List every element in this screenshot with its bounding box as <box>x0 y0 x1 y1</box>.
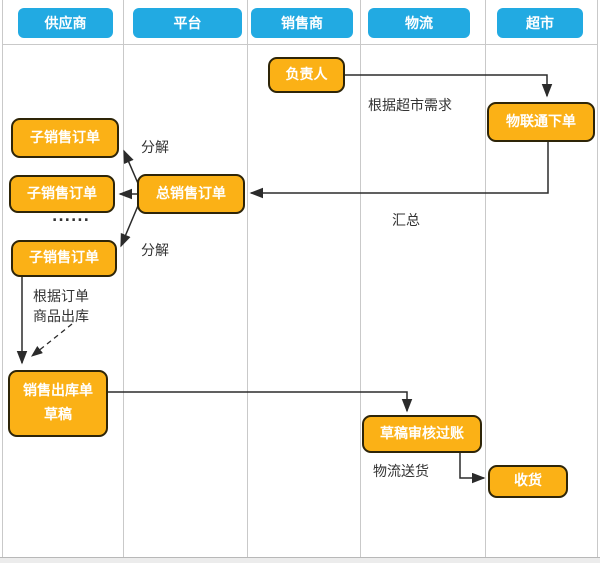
node-leader: 负责人 <box>268 57 345 93</box>
node-total-sales-order: 总销售订单 <box>137 174 245 214</box>
label-decompose-2: 分解 <box>141 243 169 259</box>
lane-divider-1 <box>123 0 124 557</box>
node-draft-review-posting: 草稿审核过账 <box>362 415 482 453</box>
bottom-margin-strip <box>0 558 600 563</box>
node-sales-outbound-draft: 销售出库单 草稿 <box>8 370 108 437</box>
label-ellipsis: ...... <box>52 209 90 225</box>
arrow-outbound-draft-to-posting <box>108 391 413 413</box>
node-sales-outbound-draft-line2: 草稿 <box>44 407 72 423</box>
table-border-left <box>2 0 3 557</box>
lane-header-logistics: 物流 <box>368 8 470 38</box>
label-per-supermarket-demand: 根据超市需求 <box>368 98 452 114</box>
label-decompose-1: 分解 <box>141 140 169 156</box>
arrow-total-to-sub-order-3 <box>120 200 141 248</box>
lane-divider-2 <box>247 0 248 557</box>
label-goods-outbound: 商品出库 <box>33 309 89 325</box>
header-separator-line <box>2 44 598 45</box>
label-summarize: 汇总 <box>392 213 420 229</box>
node-sub-sales-order-2: 子销售订单 <box>9 175 115 213</box>
node-iot-order: 物联通下单 <box>487 102 595 142</box>
node-sub-sales-order-3: 子销售订单 <box>11 240 117 277</box>
lane-header-seller: 销售商 <box>251 8 353 38</box>
table-border-bottom <box>0 557 600 558</box>
node-sub-sales-order-1: 子销售订单 <box>11 118 119 158</box>
lane-divider-3 <box>360 0 361 557</box>
table-border-right <box>597 0 598 557</box>
lane-header-supplier: 供应商 <box>18 8 113 38</box>
lane-header-platform: 平台 <box>133 8 242 38</box>
lane-divider-4 <box>485 0 486 557</box>
arrow-leader-to-iot-order <box>345 74 553 98</box>
node-receive-goods: 收货 <box>488 465 568 498</box>
node-sales-outbound-draft-line1: 销售出库单 <box>23 383 93 400</box>
arrow-posting-to-receive <box>459 453 486 484</box>
arrow-iot-order-to-total-order <box>249 142 549 199</box>
lane-header-supermarket: 超市 <box>497 8 583 38</box>
label-per-order: 根据订单 <box>33 289 89 305</box>
arrow-dashed-goods-outbound <box>30 323 73 357</box>
label-logistics-delivery: 物流送货 <box>373 464 429 480</box>
